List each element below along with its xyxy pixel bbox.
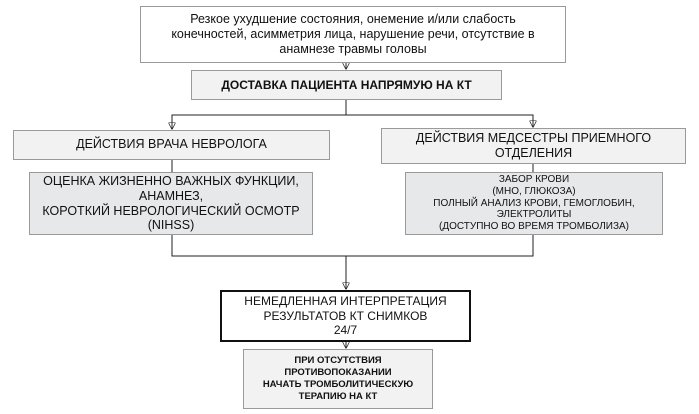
ct-interpretation-box: НЕМЕДЛЕННАЯ ИНТЕРПРЕТАЦИЯ РЕЗУЛЬТАТОВ КТ… (220, 290, 471, 342)
branch-line-nurse (346, 114, 533, 127)
neuro-evaluation-box: ОЦЕНКА ЖИЗНЕННО ВАЖНЫХ ФУНКЦИИ, АНАМНЕЗ,… (29, 172, 313, 235)
symptoms-box: Резкое ухудшение состояния, онемение и/и… (140, 6, 566, 63)
neurologist-actions-box: ДЕЙСТВИЯ ВРАЧА НЕВРОЛОГА (13, 130, 330, 160)
nurse-actions-box: ДЕЙСТВИЯ МЕДСЕСТРЫ ПРИЕМНОГО ОТДЕЛЕНИЯ (381, 128, 686, 164)
blood-tests-box: ЗАБОР КРОВИ (МНО, ГЛЮКОЗА) ПОЛНЫЙ АНАЛИЗ… (405, 172, 663, 235)
delivery-to-ct-box: ДОСТАВКА ПАЦИЕНТА НАПРЯМУЮ НА КТ (191, 70, 502, 100)
thrombolysis-box: ПРИ ОТСУТСТВИЯ ПРОТИВОПОКАЗАНИИ НАЧАТЬ Т… (243, 349, 433, 409)
merge-line-lab (346, 235, 534, 257)
branch-line-delivery (171, 100, 347, 129)
merge-line-eval (171, 235, 346, 257)
